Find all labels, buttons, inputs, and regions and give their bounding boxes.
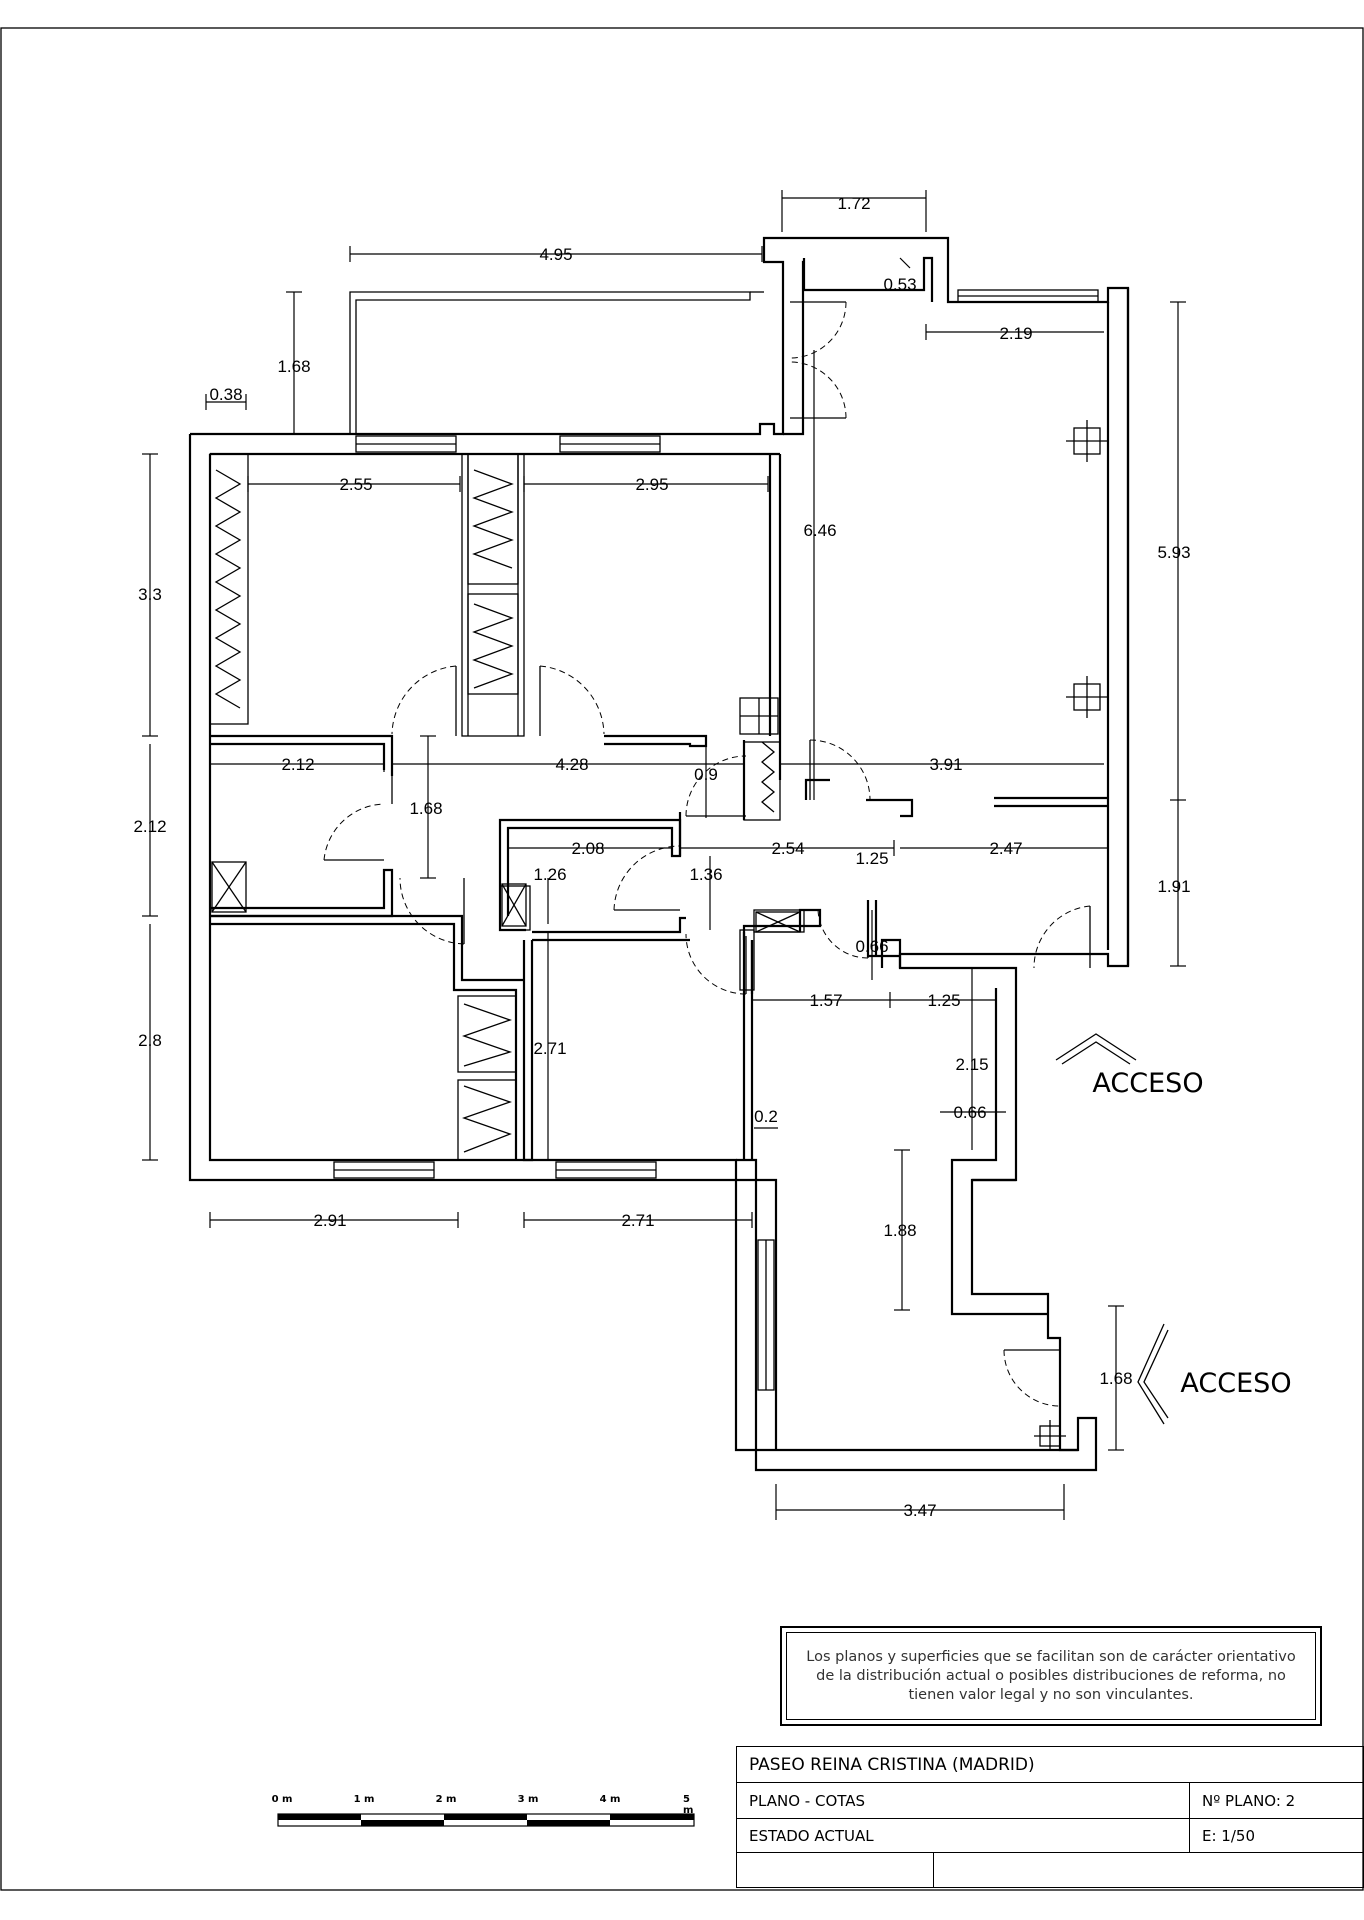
columns xyxy=(1034,420,1108,1450)
disclaimer-text: Los planos y superficies que se facilita… xyxy=(786,1632,1316,1720)
dim-label: 2.91 xyxy=(313,1211,346,1230)
shafts xyxy=(211,861,801,933)
dim-label: 2.15 xyxy=(955,1055,988,1074)
doors xyxy=(323,301,1091,1407)
scale-label: 1 m xyxy=(353,1794,375,1805)
dim-label: 3.47 xyxy=(903,1501,936,1520)
scale-label: 2 m xyxy=(435,1794,457,1805)
title-row-status: ESTADO ACTUAL E: 1/50 xyxy=(737,1819,1363,1853)
dim-label: 2.95 xyxy=(635,475,668,494)
dim-label: 1.72 xyxy=(837,194,870,213)
disclaimer-box: Los planos y superficies que se facilita… xyxy=(780,1626,1322,1726)
dim-label: 1.88 xyxy=(883,1221,916,1240)
title-divider xyxy=(933,1853,934,1887)
dim-label: 1.91 xyxy=(1157,877,1190,896)
scale-label: 4 m xyxy=(599,1794,621,1805)
drawing-status: ESTADO ACTUAL xyxy=(749,1826,874,1845)
interior-walls xyxy=(209,453,1108,1162)
dim-label: 0.2 xyxy=(754,1107,778,1126)
dim-label: 2.12 xyxy=(133,817,166,836)
drawing-scale: E: 1/50 xyxy=(1189,1819,1364,1852)
access-label: ACCESO xyxy=(1092,1068,1203,1099)
sheet-border xyxy=(0,27,1364,1891)
scale-label: 5 m xyxy=(683,1794,694,1816)
dim-label: 1.25 xyxy=(927,991,960,1010)
dim-label: 1.26 xyxy=(533,865,566,884)
dim-label: 3.91 xyxy=(929,755,962,774)
dimension-lines xyxy=(142,190,1186,1520)
wardrobe-hatching xyxy=(214,469,776,1153)
dim-label: 1.68 xyxy=(409,799,442,818)
access-markers: ACCESO ACCESO xyxy=(1055,1033,1292,1425)
scale-bar: 0 m 1 m 2 m 3 m 4 m 5 m xyxy=(270,1794,710,1834)
access-label: ACCESO xyxy=(1180,1368,1291,1399)
dim-label: 5.93 xyxy=(1157,543,1190,562)
title-row-sheet: PLANO - COTAS Nº PLANO: 2 xyxy=(737,1783,1363,1819)
dim-label: 4.28 xyxy=(555,755,588,774)
scale-label: 0 m xyxy=(271,1794,293,1805)
dim-label: 1.25 xyxy=(855,849,888,868)
dim-label: 0.66 xyxy=(855,937,888,956)
dim-label: 1.68 xyxy=(277,357,310,376)
dim-label: 0.38 xyxy=(209,385,242,404)
sheet-number: Nº PLANO: 2 xyxy=(1189,1783,1364,1818)
title-row-blank xyxy=(737,1853,1363,1887)
dim-label: 0.53 xyxy=(883,275,916,294)
dim-label: 3.3 xyxy=(138,585,162,604)
terrace xyxy=(349,291,764,434)
dim-label: 2.47 xyxy=(989,839,1022,858)
sheet-type: PLANO - COTAS xyxy=(749,1791,866,1810)
dim-label: 2.19 xyxy=(999,324,1032,343)
title-block: PASEO REINA CRISTINA (MADRID) PLANO - CO… xyxy=(736,1746,1364,1888)
dim-label: 6.46 xyxy=(803,521,836,540)
dim-label: 2.55 xyxy=(339,475,372,494)
dim-label: 2.71 xyxy=(621,1211,654,1230)
dim-label: 2.71 xyxy=(533,1039,566,1058)
dim-label: 1.68 xyxy=(1099,1369,1132,1388)
dim-label: 1.57 xyxy=(809,991,842,1010)
dim-label: 4.95 xyxy=(539,245,572,264)
dim-label: 2.08 xyxy=(571,839,604,858)
dim-label: 2.54 xyxy=(771,839,804,858)
windows xyxy=(333,289,1099,1391)
dim-label: 2.8 xyxy=(138,1031,162,1050)
dim-label: 0.66 xyxy=(953,1103,986,1122)
scale-bar-graphic xyxy=(277,1813,695,1827)
project-title: PASEO REINA CRISTINA (MADRID) xyxy=(749,1754,1035,1775)
title-row-project: PASEO REINA CRISTINA (MADRID) xyxy=(737,1747,1363,1783)
dimension-labels: 1.72 4.95 0.53 2.19 1.68 0.38 2.55 2.95 … xyxy=(133,194,1190,1520)
scale-label: 3 m xyxy=(517,1794,539,1805)
dim-label: 0.9 xyxy=(694,765,718,784)
outer-walls xyxy=(188,236,1130,1472)
dim-label: 2.12 xyxy=(281,755,314,774)
dim-label: 1.36 xyxy=(689,865,722,884)
